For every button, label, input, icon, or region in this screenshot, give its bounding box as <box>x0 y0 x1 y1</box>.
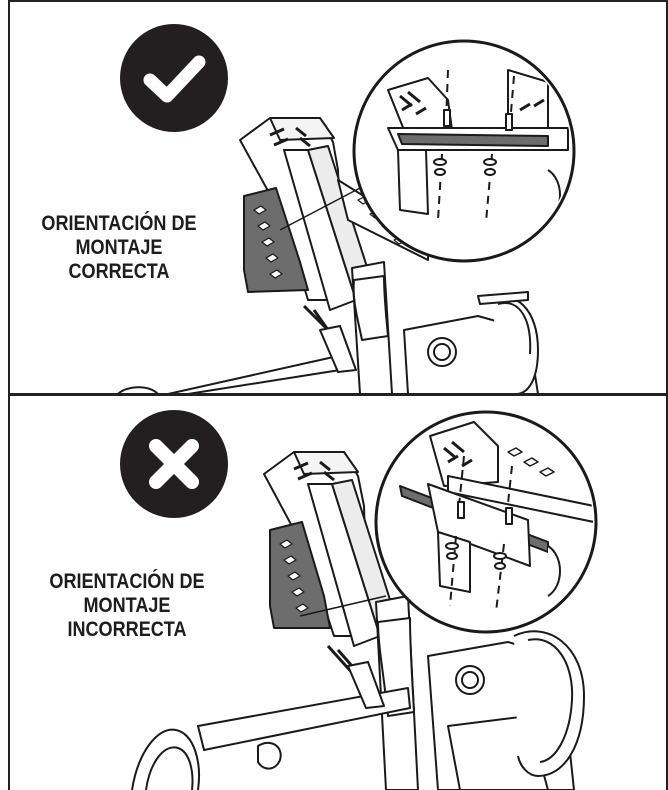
incorrect-mounting-illustration <box>131 410 598 790</box>
x-mark-icon <box>149 439 199 489</box>
correct-mounting-illustration <box>117 39 576 394</box>
x-mark-badge <box>120 410 228 518</box>
incorrect-orientation-panel: ORIENTACIÓN DE MONTAJE INCORRECTA <box>8 396 668 790</box>
panel-divider <box>8 393 668 396</box>
checkmark-icon <box>143 55 206 103</box>
figure-border <box>8 0 668 790</box>
label-line: MONTAJE <box>83 594 171 617</box>
label-line: ORIENTACIÓN DE <box>49 570 205 593</box>
correct-orientation-label: ORIENTACIÓN DE MONTAJE CORRECTA <box>37 212 200 284</box>
correct-orientation-panel: ORIENTACIÓN DE MONTAJE CORRECTA <box>8 0 668 394</box>
label-line: ORIENTACIÓN DE <box>41 212 197 235</box>
checkmark-badge <box>120 24 228 132</box>
label-line: INCORRECTA <box>67 618 187 641</box>
label-line: CORRECTA <box>68 260 170 283</box>
incorrect-orientation-label: ORIENTACIÓN DE MONTAJE INCORRECTA <box>45 570 208 642</box>
label-line: MONTAJE <box>75 236 163 259</box>
